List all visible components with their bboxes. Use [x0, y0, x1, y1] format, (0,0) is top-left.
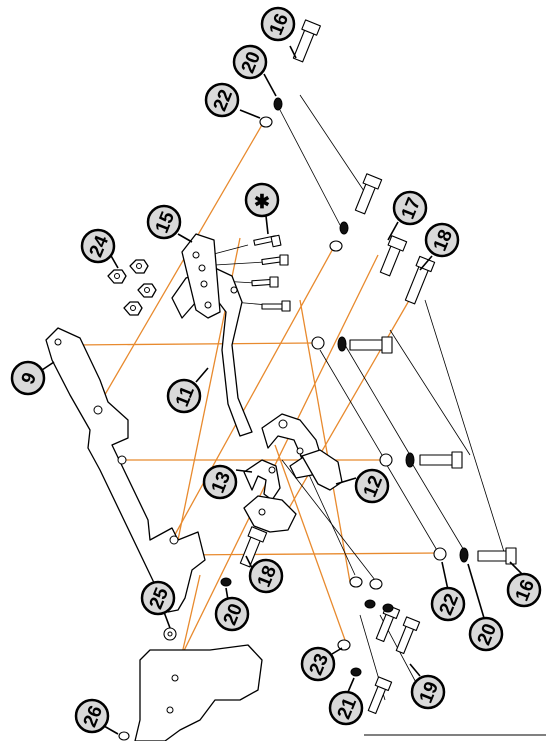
callout-25: 25: [140, 580, 176, 629]
callout-16-top: 16: [260, 6, 297, 59]
callout-20-mid: 20: [214, 587, 250, 632]
large-bolts: [239, 19, 517, 715]
callout-15: 15: [146, 204, 193, 243]
orange-leader-lines: [71, 117, 441, 721]
callout-18-top: 18: [419, 222, 460, 271]
callout-22-right: 22: [430, 561, 466, 622]
callout-21: 21: [328, 677, 364, 726]
callout-22-top: 22: [204, 82, 261, 119]
clevis-part-12: [261, 413, 343, 491]
washers: [118, 97, 469, 741]
nuts-part-24: [107, 259, 157, 316]
callout-9: 9: [10, 360, 55, 396]
small-bolts-star: [251, 234, 291, 312]
callout-19: 19: [409, 663, 446, 710]
callout-24: 24: [80, 228, 119, 269]
callout-star: ✱: [244, 182, 280, 235]
plate-part-15: [181, 233, 221, 319]
callout-20-right: 20: [467, 563, 504, 652]
callout-16-right: 16: [506, 561, 542, 608]
callout-17: 17: [387, 190, 428, 241]
callout-13: 13: [202, 464, 253, 500]
clevis-part-13: [243, 459, 297, 533]
frame-bar-part-9: [45, 327, 263, 741]
callout-18-mid: 18: [245, 555, 284, 594]
callout-20-top: 20: [232, 44, 277, 97]
callout-11: 11: [166, 367, 209, 414]
callout-label: ✱: [254, 192, 270, 213]
callout-23: 23: [300, 646, 343, 682]
callout-26: 26: [74, 698, 119, 735]
callout-12: 12: [335, 468, 390, 504]
